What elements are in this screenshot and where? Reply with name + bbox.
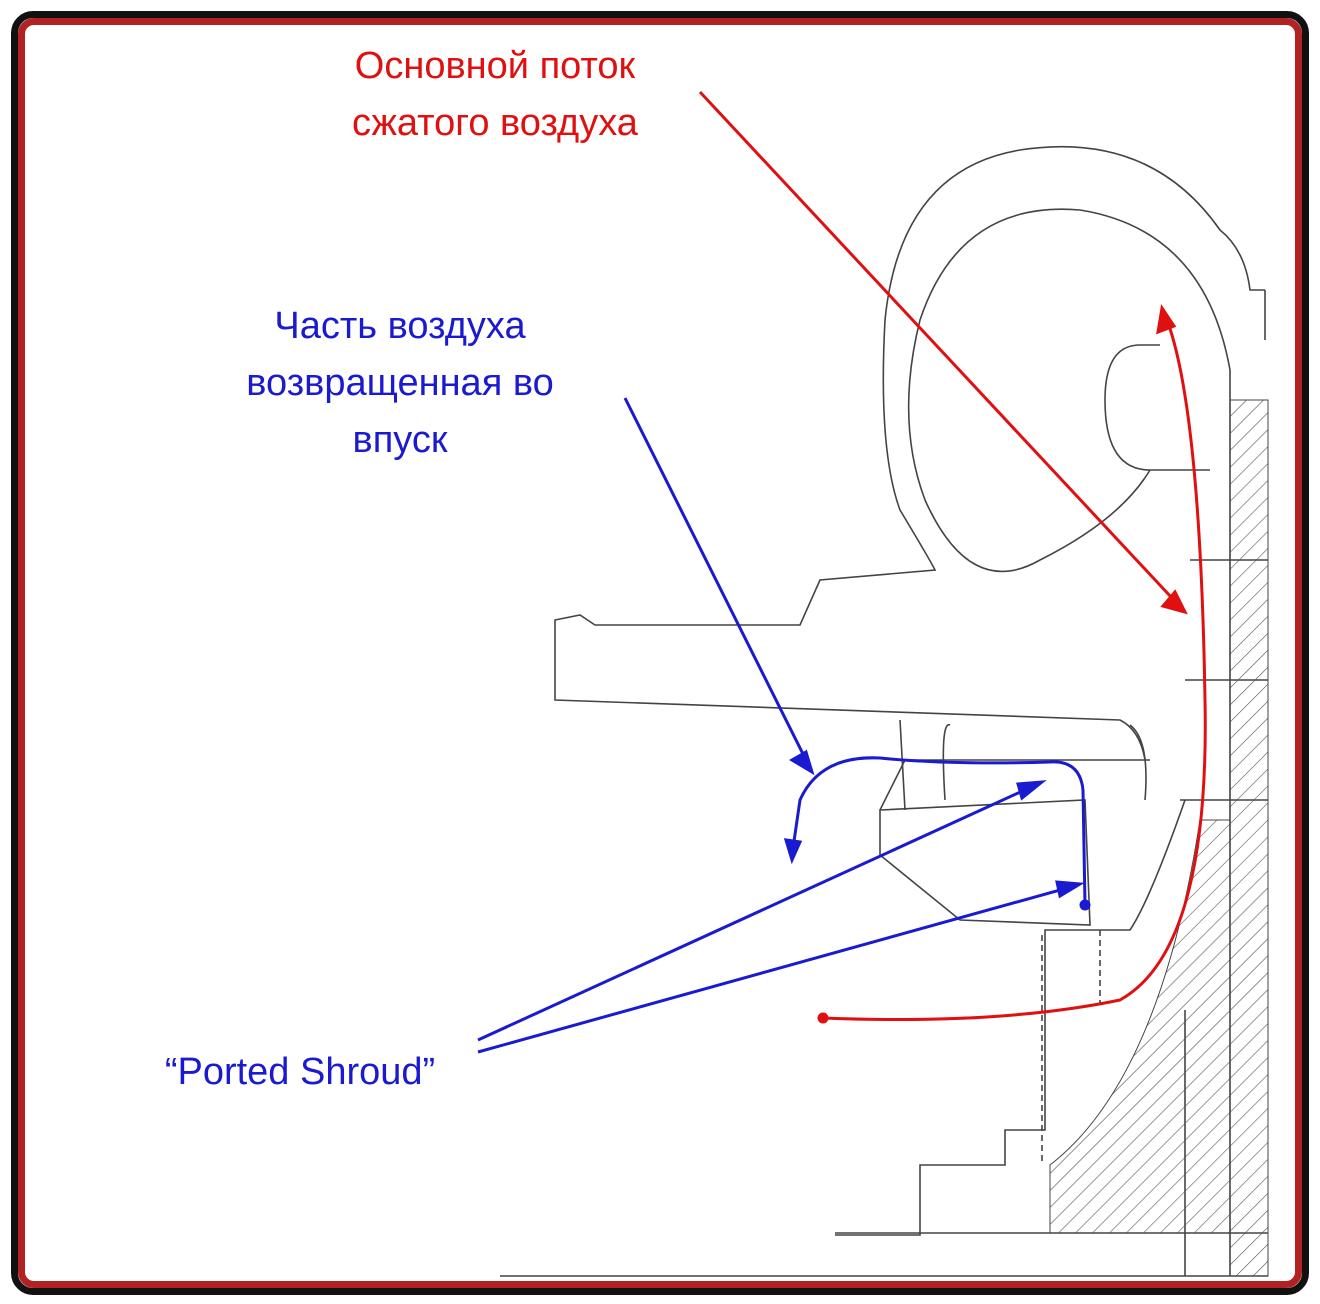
recirculated-label-line: возвращенная во [246,362,554,404]
ported-shroud-label: “Ported Shroud” [164,1051,436,1093]
backplate-hatch [1229,399,1269,1277]
recirculated-label-line: впуск [352,419,448,461]
ported-shroud-pointer-2 [477,883,1079,1054]
main-flow-pointer [698,90,1187,614]
recirculation-path [790,756,1087,906]
main-flow-label-line: Основной поток [354,45,636,87]
recirculated-label: Часть воздуха возвращенная во впуск [190,298,610,469]
recirculation-arrows [477,397,1091,1054]
wheel-hub-hatch [1049,819,1231,1234]
main-flow-label-line: сжатого воздуха [352,102,638,144]
arrowhead-icon [789,749,815,776]
main-flow-path [822,314,1207,1022]
recirculation-pointer [623,397,812,769]
frame-inner-border [18,18,1302,1288]
ported-shroud-pointer-1 [477,781,1041,1042]
arrowhead-icon [1156,304,1177,335]
main-flow-arrows [698,90,1207,1024]
recirculated-label-line: Часть воздуха [274,305,526,347]
diagram-frame [11,11,1309,1295]
main-flow-label: Основной поток сжатого воздуха [290,38,700,152]
arrowhead-icon [1160,589,1188,615]
